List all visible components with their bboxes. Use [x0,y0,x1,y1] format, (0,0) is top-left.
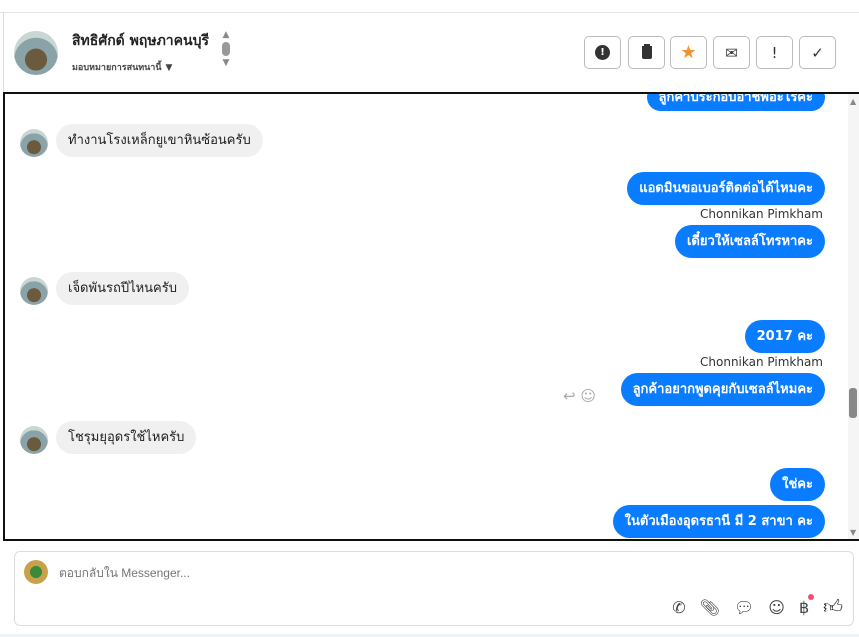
scroll-up-icon[interactable]: ▲ [850,97,857,106]
exclamation-icon: ! [771,43,778,62]
message-outgoing: 2017 คะ [744,320,825,353]
saved-replies-icon[interactable]: 💬︎ [733,598,755,617]
left-divider [3,12,4,92]
attachment-icon[interactable]: 📎︎ [699,598,720,617]
scroll-up-icon[interactable]: ▲ [222,30,230,40]
envelope-icon: ✉ [725,43,738,62]
scroll-down-icon[interactable]: ▼ [222,58,230,68]
star-button[interactable]: ★ [670,36,707,69]
reply-composer: ✆ 📎︎ 💬︎ ☺ ฿ 👍︎ [14,551,854,626]
message-outgoing: แอดมินขอเบอร์ติดต่อได้ไหมคะ [627,172,825,205]
message-actions: ↩ ☺ [563,387,596,405]
message-outgoing: ลูกค้าประกอบอาชีพอะไรคะ [646,94,825,111]
bottom-divider [0,634,859,637]
notification-dot [808,594,815,600]
sender-name: Chonnikan Pimkham [700,207,823,221]
scroll-thumb[interactable] [849,388,857,418]
done-button[interactable]: ✓ [799,36,836,69]
alert-circle-icon: ! [595,45,610,60]
message-outgoing: เดี๋ยวให้เซลล์โทรหาคะ [674,225,825,258]
spam-button[interactable]: ! [584,36,621,69]
name-scrollbar[interactable]: ▲▼ [220,30,232,76]
message-outgoing: ลูกค้าอยากพูดคุยกับเซลล์ไหมคะ [620,373,825,406]
important-button[interactable]: ! [756,36,793,69]
contact-avatar-small [20,426,48,454]
message-outgoing: ในตัวเมืองอุดรธานี มี 2 สาขา คะ [612,505,825,538]
scroll-thumb[interactable] [222,42,230,56]
message-outgoing: ใช่คะ [770,468,825,501]
assign-conversation-dropdown[interactable]: มอบหมายการสนทนานี้▼ [72,60,172,74]
contact-avatar-small [20,129,48,157]
emoji-react-icon[interactable]: ☺ [580,387,596,405]
thumbs-up-icon[interactable]: 👍︎ [823,596,843,618]
contact-avatar-small [20,277,48,305]
message-incoming: เจ็ดพันรถปีไหนครับ [56,272,189,305]
message-incoming: โชรุมยุอุดรใช้ไหครับ [56,421,197,454]
payment-baht-icon[interactable]: ฿ [799,594,815,617]
page-avatar [24,560,48,584]
check-icon: ✓ [811,43,824,62]
reply-icon[interactable]: ↩ [563,387,576,405]
scroll-down-icon[interactable]: ▼ [850,528,857,537]
assign-label: มอบหมายการสนทนานี้ [72,63,162,73]
emoji-icon[interactable]: ☺ [768,598,785,617]
contact-avatar[interactable] [14,31,58,75]
message-incoming: ทำงานโรงเหล็กยูเขาหินซ้อนครับ [56,124,263,157]
thread-scrollbar[interactable]: ▲ ▼ [848,94,859,539]
top-divider [0,12,859,13]
mark-unread-button[interactable]: ✉ [713,36,750,69]
sender-name: Chonnikan Pimkham [700,355,823,369]
star-icon: ★ [680,42,697,63]
reply-input[interactable] [59,566,559,580]
chevron-down-icon: ▼ [165,63,173,73]
call-add-icon[interactable]: ✆ [672,598,686,617]
delete-button[interactable] [628,36,665,69]
trash-icon [641,46,652,59]
contact-name: สิทธิศักด์ พฤษภาคนบุรี [72,33,210,49]
message-thread[interactable]: ลูกค้าประกอบอาชีพอะไรคะ ทำงานโรงเหล็กยูเ… [3,92,859,541]
